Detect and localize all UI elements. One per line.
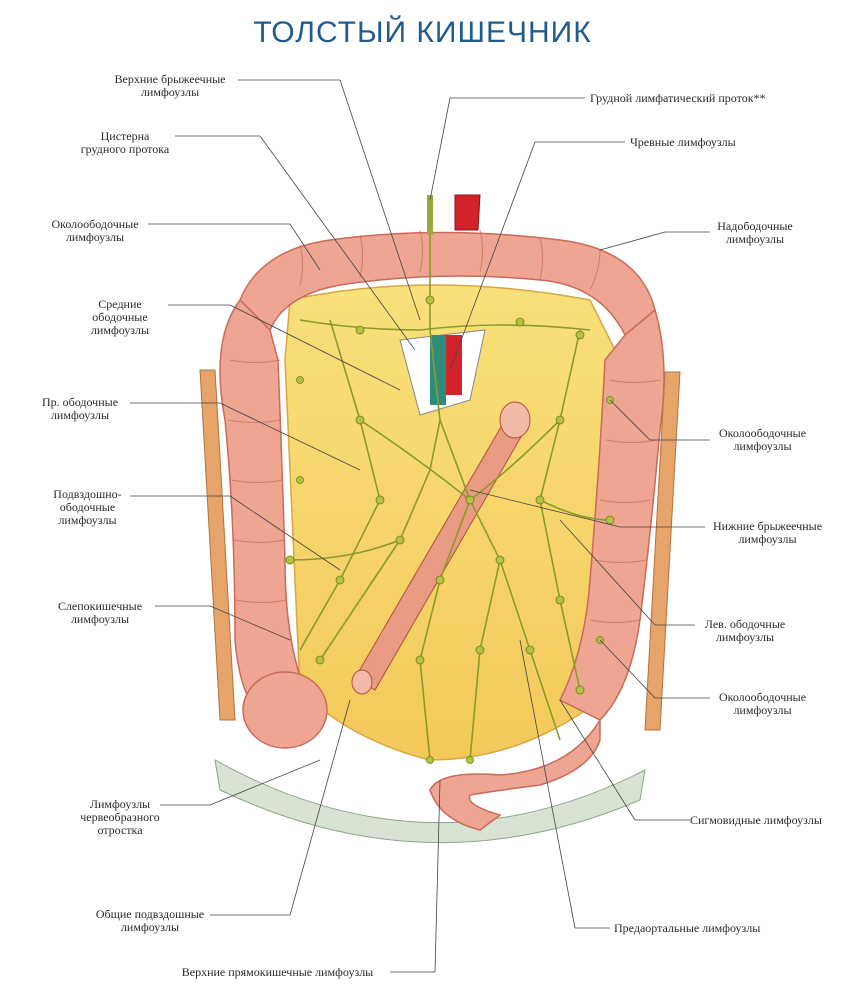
tube-opening-top (499, 401, 531, 439)
thoracic-duct (427, 195, 433, 235)
label-preaortic: Предаортальные лимфоузлы (614, 921, 761, 935)
vein (430, 335, 446, 405)
label-superior-rectal: Верхние прямокишечные лимфоузлы (181, 965, 374, 979)
aorta-segment (446, 335, 462, 395)
tube-opening-bottom (351, 669, 373, 695)
label-thoracic-duct: Грудной лимфатический проток** (590, 91, 766, 105)
page-title: ТОЛСТЫЙ КИШЕЧНИК (253, 16, 592, 49)
colon (219, 229, 665, 831)
abdominal-wall (199, 369, 681, 844)
label-celiac: Чревные лимфоузлы (630, 135, 736, 149)
label-sigmoid: Сигмовидные лимфоузлы (690, 813, 822, 827)
leader-lines (130, 79, 710, 973)
aorta (454, 194, 481, 231)
